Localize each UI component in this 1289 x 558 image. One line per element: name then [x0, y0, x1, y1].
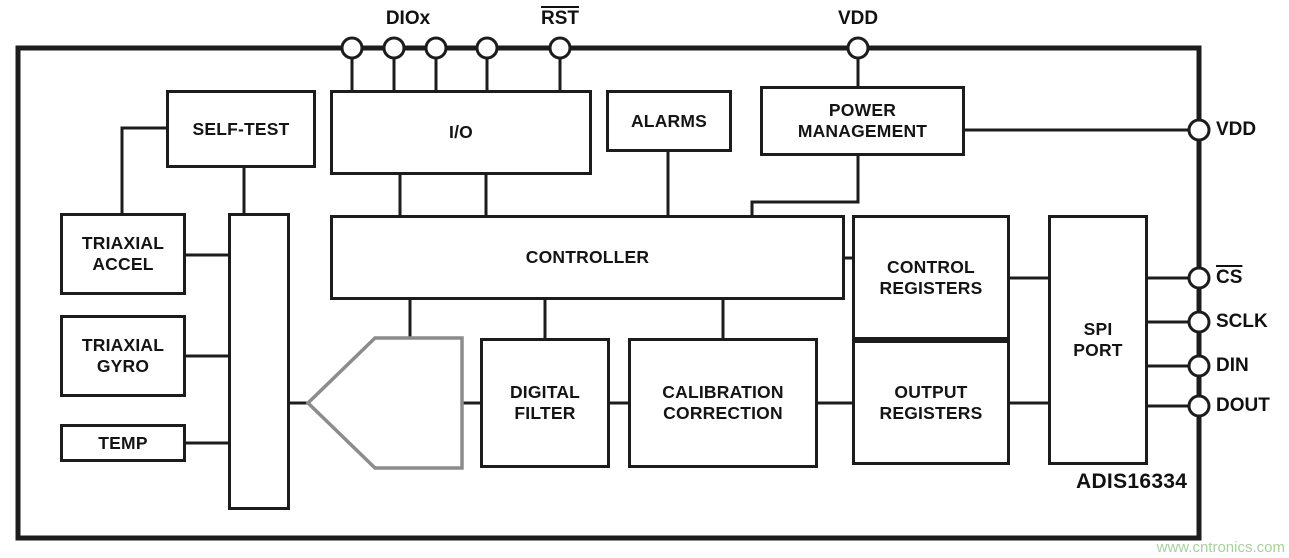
pin-label-dout: DOUT — [1216, 395, 1270, 416]
pin-din — [1187, 354, 1211, 378]
wire-power-controller — [750, 156, 860, 215]
pin-diox-3 — [424, 36, 448, 60]
block-controller: CONTROLLER — [330, 215, 845, 300]
pin-vdd-right — [1187, 118, 1211, 142]
pin-sclk — [1187, 310, 1211, 334]
pin-label-sclk: SCLK — [1216, 311, 1268, 332]
pin-cs — [1187, 266, 1211, 290]
block-power-management: POWER MANAGEMENT — [760, 86, 965, 156]
block-self-test: SELF-TEST — [166, 90, 316, 168]
block-control-registers: CONTROL REGISTERS — [852, 215, 1010, 340]
pin-diox-2 — [382, 36, 406, 60]
pin-label-cs: CS — [1216, 267, 1243, 288]
block-triaxial-gyro: TRIAXIAL GYRO — [60, 315, 186, 397]
block-digital-filter: DIGITAL FILTER — [480, 338, 610, 468]
block-spi-port: SPI PORT — [1048, 215, 1148, 465]
pin-label-diox: DIOx — [385, 8, 431, 29]
block-temp: TEMP — [60, 424, 186, 462]
pin-vdd-top — [846, 36, 870, 60]
chip-boundary — [15, 45, 1202, 541]
block-output-registers: OUTPUT REGISTERS — [852, 340, 1010, 465]
block-io: I/O — [330, 90, 592, 175]
chip-name-label: ADIS16334 — [1076, 470, 1188, 493]
watermark-text: www.cntronics.com — [1156, 539, 1285, 556]
adc-symbol — [305, 336, 464, 470]
block-alarms: ALARMS — [606, 90, 732, 152]
pin-diox-4 — [475, 36, 499, 60]
pin-label-rst: RST — [541, 8, 579, 29]
pin-label-vdd-right: VDD — [1216, 119, 1257, 140]
block-triaxial-accel: TRIAXIAL ACCEL — [60, 213, 186, 295]
pin-label-vdd-top: VDD — [837, 8, 879, 29]
pin-rst — [548, 36, 572, 60]
block-calibration-correction: CALIBRATION CORRECTION — [628, 338, 818, 468]
pin-label-din: DIN — [1216, 355, 1249, 376]
pin-dout — [1187, 394, 1211, 418]
wire-selftest-accel — [120, 126, 166, 213]
block-mux — [228, 213, 290, 510]
pin-diox-1 — [340, 36, 364, 60]
